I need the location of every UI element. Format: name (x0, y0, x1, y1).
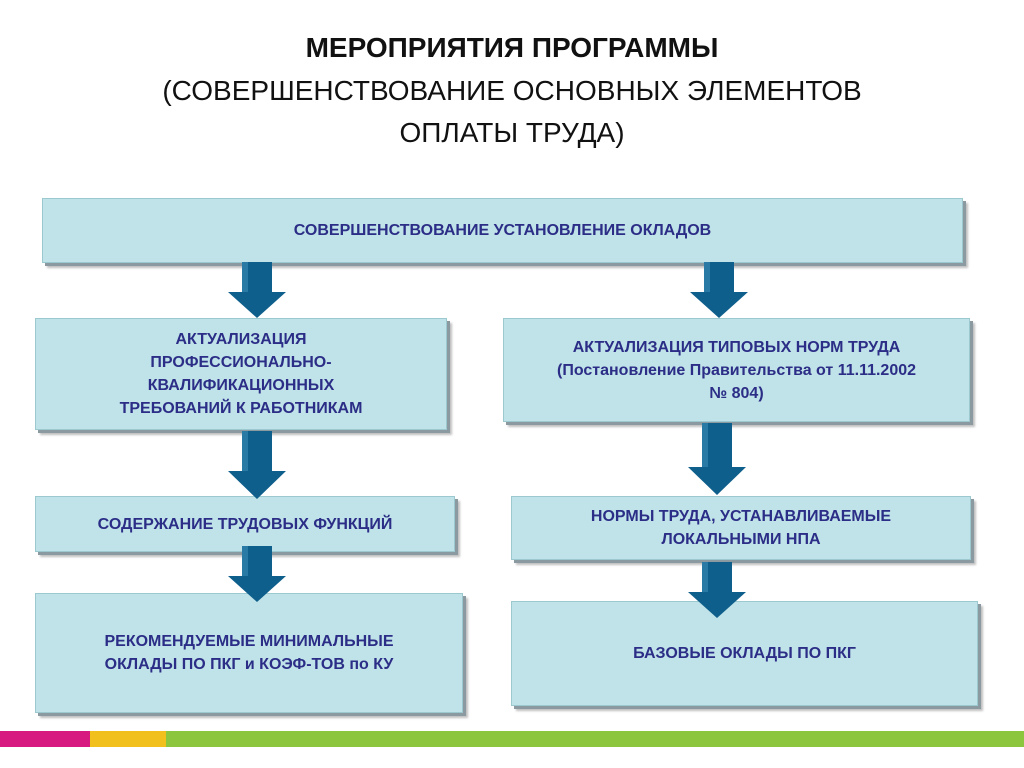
right-box-1-line-2: (Постановление Правительства от 11.11.20… (556, 361, 917, 379)
footer-stripe-yellow (90, 731, 166, 747)
right-box-2-text: НОРМЫ ТРУДА, УСТАНАВЛИВАЕМЫЕ ЛОКАЛЬНЫМИ … (591, 505, 891, 551)
arrow-down-icon (688, 423, 746, 495)
right-box-2-line-1: НОРМЫ ТРУДА, УСТАНАВЛИВАЕМЫЕ (590, 508, 892, 525)
page-title: МЕРОПРИЯТИЯ ПРОГРАММЫ (305, 32, 719, 63)
left-box-3-line-1: РЕКОМЕНДУЕМЫЕ МИНИМАЛЬНЫЕ (104, 633, 394, 650)
right-box-1-line-1: АКТУАЛИЗАЦИЯ ТИПОВЫХ НОРМ ТРУДА (572, 338, 901, 356)
left-box-1-text: АКТУАЛИЗАЦИЯ ПРОФЕССИОНАЛЬНО- КВАЛИФИКАЦ… (120, 328, 363, 420)
left-box-1-line-2: ПРОФЕССИОНАЛЬНО- (150, 354, 332, 371)
right-box-1-text: АКТУАЛИЗАЦИЯ ТИПОВЫХ НОРМ ТРУДА (Постано… (557, 336, 916, 405)
left-box-1-line-3: КВАЛИФИКАЦИОННЫХ (147, 377, 335, 394)
footer-stripe-green (166, 731, 1024, 747)
left-box-3: РЕКОМЕНДУЕМЫЕ МИНИМАЛЬНЫЕ ОКЛАДЫ ПО ПКГ … (35, 593, 463, 713)
arrow-down-icon (228, 262, 286, 318)
top-box: СОВЕРШЕНСТВОВАНИЕ УСТАНОВЛЕНИЕ ОКЛАДОВ (42, 198, 963, 263)
page-subtitle-line-2: ОПЛАТЫ ТРУДА) (399, 117, 625, 148)
left-box-1-line-1: АКТУАЛИЗАЦИЯ (175, 331, 307, 348)
arrow-down-icon (228, 431, 286, 499)
left-box-2-text: СОДЕРЖАНИЕ ТРУДОВЫХ ФУНКЦИЙ (97, 515, 393, 533)
footer-stripe-magenta (0, 731, 90, 747)
arrow-down-icon (688, 562, 746, 618)
left-box-3-line-2: ОКЛАДЫ ПО ПКГ и КОЭФ-ТОВ по КУ (104, 656, 394, 673)
right-box-1: АКТУАЛИЗАЦИЯ ТИПОВЫХ НОРМ ТРУДА (Постано… (503, 318, 970, 422)
arrow-down-icon (690, 262, 748, 318)
left-box-1-line-4: ТРЕБОВАНИЙ К РАБОТНИКАМ (119, 400, 363, 417)
left-box-3-text: РЕКОМЕНДУЕМЫЕ МИНИМАЛЬНЫЕ ОКЛАДЫ ПО ПКГ … (104, 630, 393, 676)
page-subtitle-line-1: (СОВЕРШЕНСТВОВАНИЕ ОСНОВНЫХ ЭЛЕМЕНТОВ (162, 75, 862, 106)
right-box-2: НОРМЫ ТРУДА, УСТАНАВЛИВАЕМЫЕ ЛОКАЛЬНЫМИ … (511, 496, 971, 560)
left-box-2: СОДЕРЖАНИЕ ТРУДОВЫХ ФУНКЦИЙ (35, 496, 455, 552)
right-box-2-line-2: ЛОКАЛЬНЫМИ НПА (661, 531, 821, 548)
right-box-3-text: БАЗОВЫЕ ОКЛАДЫ ПО ПКГ (633, 645, 856, 662)
arrow-down-icon (228, 546, 286, 602)
right-box-3: БАЗОВЫЕ ОКЛАДЫ ПО ПКГ (511, 601, 978, 706)
left-box-1: АКТУАЛИЗАЦИЯ ПРОФЕССИОНАЛЬНО- КВАЛИФИКАЦ… (35, 318, 447, 430)
top-box-text: СОВЕРШЕНСТВОВАНИЕ УСТАНОВЛЕНИЕ ОКЛАДОВ (293, 222, 712, 239)
right-box-1-line-3: № 804) (709, 384, 764, 402)
